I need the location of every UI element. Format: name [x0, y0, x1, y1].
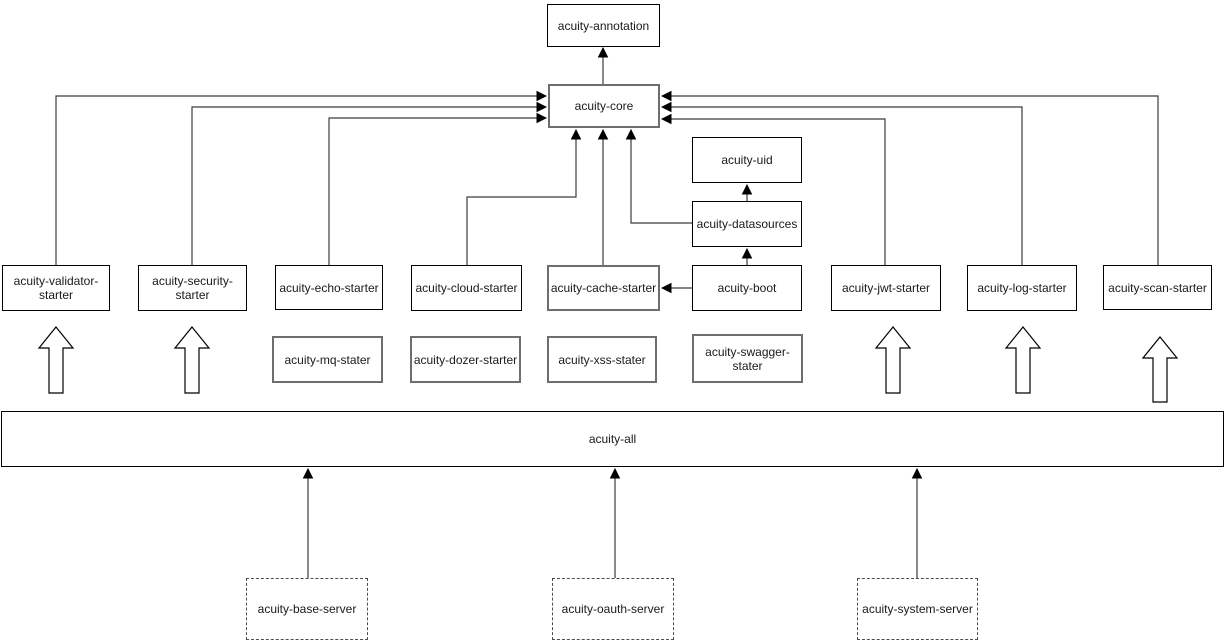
edge-security-starter-to-core: [191, 101, 548, 265]
node-acuity-mq-stater: acuity-mq-stater: [272, 336, 383, 383]
node-acuity-security-starter: acuity-security- starter: [138, 265, 247, 311]
node-acuity-core: acuity-core: [548, 84, 660, 128]
edge-echo-starter-to-core: [328, 112, 548, 265]
edge-validator-starter-to-core: [55, 90, 548, 265]
node-acuity-cache-starter: acuity-cache-starter: [547, 265, 660, 311]
node-acuity-swagger-stater: acuity-swagger- stater: [692, 334, 803, 383]
node-acuity-xss-stater: acuity-xss-stater: [547, 336, 657, 383]
block-arrow-all-to-log-starter: [1004, 326, 1042, 394]
node-acuity-base-server: acuity-base-server: [246, 578, 368, 640]
block-arrow-all-to-jwt-starter: [874, 326, 912, 394]
node-acuity-scan-starter: acuity-scan-starter: [1103, 265, 1212, 310]
edge-scan-starter-to-core: [660, 90, 1159, 265]
edge-jwt-starter-to-core: [660, 113, 886, 265]
block-arrow-all-to-scan-starter: [1141, 336, 1179, 403]
node-acuity-system-server: acuity-system-server: [857, 578, 978, 640]
edge-datasources-to-core: [625, 128, 692, 224]
node-acuity-validator-starter: acuity-validator- starter: [2, 265, 110, 311]
node-acuity-boot: acuity-boot: [692, 265, 802, 311]
edge-log-starter-to-core: [660, 101, 1023, 265]
node-acuity-oauth-server: acuity-oauth-server: [552, 578, 674, 640]
node-acuity-datasources: acuity-datasources: [692, 201, 802, 247]
node-acuity-echo-starter: acuity-echo-starter: [275, 265, 383, 310]
node-acuity-log-starter: acuity-log-starter: [967, 265, 1077, 311]
node-acuity-all: acuity-all: [1, 411, 1224, 467]
node-acuity-cloud-starter: acuity-cloud-starter: [411, 265, 522, 311]
node-acuity-uid: acuity-uid: [692, 137, 802, 183]
block-arrow-all-to-security-starter: [173, 326, 211, 394]
node-acuity-dozer-starter: acuity-dozer-starter: [410, 336, 521, 383]
block-arrow-all-to-validator-starter: [37, 326, 75, 394]
node-acuity-jwt-starter: acuity-jwt-starter: [831, 265, 941, 311]
edge-cloud-starter-to-core: [466, 128, 582, 265]
node-acuity-annotation: acuity-annotation: [547, 4, 660, 47]
